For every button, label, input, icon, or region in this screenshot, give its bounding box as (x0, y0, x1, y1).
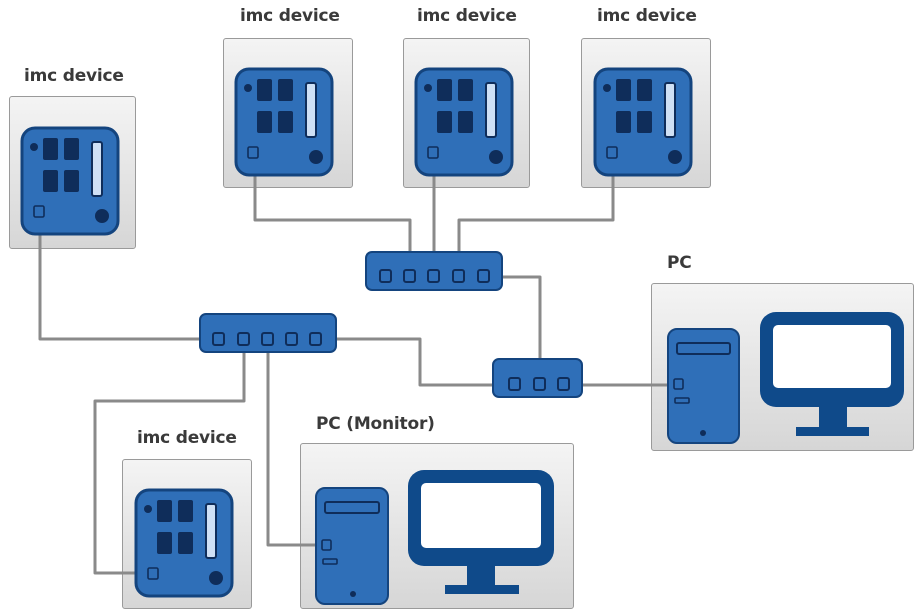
device-top-3-board (593, 67, 693, 177)
device-top-3-label: imc device (597, 6, 697, 26)
device-bottom-board (134, 488, 234, 598)
switch-port (379, 269, 392, 283)
cable-top1-topswitch (253, 152, 412, 277)
switch-port (508, 377, 521, 391)
switch-port (212, 332, 225, 346)
switch-port (309, 332, 322, 346)
device-left-board (20, 126, 120, 236)
pc-monitor-display (408, 470, 554, 594)
switch-port (533, 377, 546, 391)
cable-leftswitch-rightswitch (316, 337, 514, 387)
cable-left-leftswitch (38, 213, 218, 341)
device-top-2-board (414, 67, 514, 177)
device-left-label: imc device (24, 66, 124, 86)
device-top-1-board (234, 67, 334, 177)
switch-port (261, 332, 274, 346)
switch-port (285, 332, 298, 346)
switch-port (237, 332, 250, 346)
switch-port (427, 269, 440, 283)
switch-right (492, 358, 583, 398)
device-top-2-label: imc device (417, 6, 517, 26)
device-top-1-label: imc device (240, 6, 340, 26)
pc-monitor-label: PC (Monitor) (316, 414, 435, 434)
cable-leftswitch-pcmonitor (266, 339, 326, 547)
cable-top3-topswitch (457, 152, 615, 277)
pc-right-tower (667, 328, 740, 444)
pc-right-label: PC (667, 253, 692, 273)
switch-left (199, 313, 337, 353)
device-bottom-label: imc device (137, 428, 237, 448)
pc-right-monitor (760, 312, 904, 436)
switch-port (452, 269, 465, 283)
switch-port (403, 269, 416, 283)
cable-leftswitch-bottomdevice (93, 339, 246, 575)
switch-top (365, 251, 503, 291)
pc-monitor-tower (315, 487, 389, 605)
switch-port (477, 269, 490, 283)
switch-port (557, 377, 570, 391)
